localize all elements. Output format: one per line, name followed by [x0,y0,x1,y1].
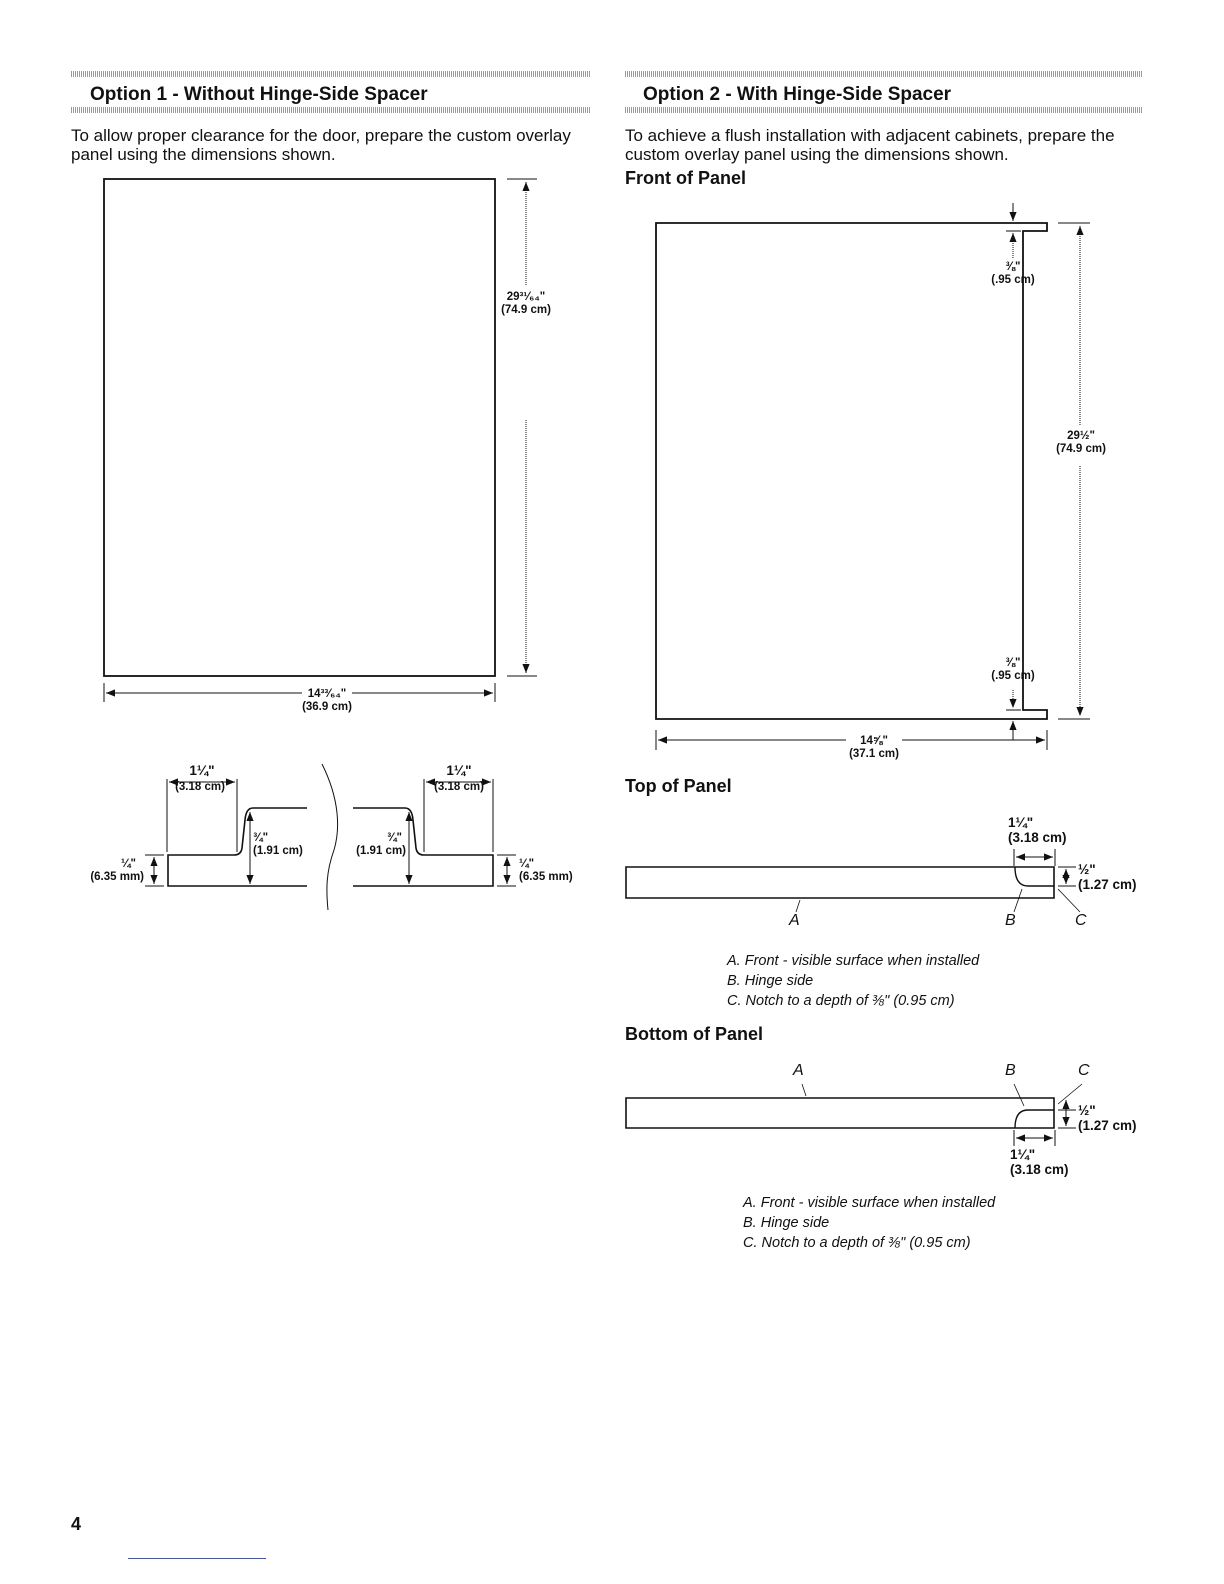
bottom-thickness-inches: ½" [1078,1103,1096,1118]
option1-width-cm: (36.9 cm) [302,701,352,713]
bottom-of-panel-title: Bottom of Panel [625,1024,763,1044]
bottom-legend-c: C. Notch to a depth of ⅜" (0.95 cm) [743,1235,971,1251]
option2-width-label: 14⅝" (37.1 cm) [836,735,912,761]
option1-left-notch-width-label: 1¼" [162,763,242,778]
bottom-legend-b: B. Hinge side [743,1215,830,1231]
option2-intro: To achieve a flush installation with adj… [625,126,1115,164]
option2-height-label: 29½" (74.9 cm) [1048,430,1114,456]
top-label-a: A [789,912,800,929]
option1-profile-right [353,807,494,887]
option1-left-notch-depth-label: ¾" (1.91 cm) [253,832,303,858]
option1-left-notch-width-inches: 1¼" [189,763,215,778]
top-thickness-cm: (1.27 cm) [1078,877,1137,892]
bottom-notch-width-inches: 1¼" [1010,1147,1036,1162]
footer-rule [128,1558,266,1559]
page-number: 4 [71,1514,82,1534]
option1-right-lip-inches: ¼" [519,858,535,870]
top-of-panel-title: Top of Panel [625,776,732,796]
top-notch-width-inches: 1¼" [1008,815,1034,830]
bottom-notch-width-label: 1¼" (3.18 cm) [1010,1147,1069,1177]
option1-height-label: 29³¹⁄₆₄" (74.9 cm) [496,291,556,317]
option2-top-rule [625,71,1142,77]
option2-width-inches: 14⅝" [860,735,888,747]
bottom-legend-a: A. Front - visible surface when installe… [743,1195,996,1211]
option2-panel-outline [655,222,1048,720]
option1-right-notch-depth-inches: ¾" [386,832,402,844]
option1-right-notch-width-label: 1¼" [419,763,499,778]
bottom-of-panel-section [625,1097,1055,1129]
option1-profile-break-line [321,763,339,911]
option1-height-inches: 29³¹⁄₆₄" [506,291,546,303]
option1-left-notch-width-cm: (3.18 cm) [175,781,225,793]
option2-height-inches: 29½" [1067,430,1095,442]
option2-notch-top-label: ⅜" (.95 cm) [982,261,1044,287]
option1-right-lip-label: ¼" (6.35 mm) [519,858,573,884]
bottom-legend: A. Front - visible surface when installe… [743,1193,995,1253]
option1-right-notch-width-inches: 1¼" [446,763,472,778]
option1-right-lip-cm: (6.35 mm) [519,871,573,883]
bottom-thickness-cm: (1.27 cm) [1078,1118,1137,1133]
option1-right-notch-depth-cm: (1.91 cm) [356,845,406,857]
option1-right-notch-width-cm: (3.18 cm) [434,781,484,793]
front-of-panel-title: Front of Panel [625,168,746,188]
top-label-c: C [1075,912,1087,929]
option1-width-label: 14³³⁄₆₄" (36.9 cm) [282,688,372,714]
top-legend-c: C. Notch to a depth of ⅜" (0.95 cm) [727,993,955,1009]
top-thickness-label: ½" (1.27 cm) [1078,862,1137,892]
option2-notch-top-inches: ⅜" [1005,261,1021,273]
top-notch-width-cm: (3.18 cm) [1008,830,1067,845]
option2-notch-top-cm: (.95 cm) [991,274,1035,286]
option2-notch-bottom-cm: (.95 cm) [991,670,1035,682]
option1-left-lip-label: ¼" (6.35 mm) [72,858,144,884]
option2-width-cm: (37.1 cm) [849,748,899,760]
bottom-thickness-label: ½" (1.27 cm) [1078,1103,1137,1133]
option1-left-lip-inches: ¼" [120,858,136,870]
option2-notch-bottom-inches: ⅜" [1005,657,1021,669]
bottom-label-c: C [1078,1062,1090,1079]
bottom-notch-width-cm: (3.18 cm) [1010,1162,1069,1177]
top-label-b: B [1005,912,1016,929]
option1-panel-outline [103,178,496,677]
option1-top-rule [71,71,590,77]
option1-height-cm: (74.9 cm) [501,304,551,316]
top-legend-b: B. Hinge side [727,973,814,989]
option2-notch-bottom-label: ⅜" (.95 cm) [982,657,1044,683]
top-thickness-inches: ½" [1078,862,1096,877]
option1-bottom-rule [71,107,590,113]
top-notch-width-label: 1¼" (3.18 cm) [1008,815,1067,845]
option1-intro: To allow proper clearance for the door, … [71,126,571,164]
option2-bottom-rule [625,107,1142,113]
option1-left-notch-depth-cm: (1.91 cm) [253,845,303,857]
option1-width-inches: 14³³⁄₆₄" [307,688,347,700]
top-legend: A. Front - visible surface when installe… [727,951,979,1011]
option1-right-notch-depth-label: ¾" (1.91 cm) [344,832,406,858]
option1-profile-left [167,807,307,887]
option2-height-cm: (74.9 cm) [1056,443,1106,455]
top-of-panel-section [625,866,1055,899]
option2-heading: Option 2 - With Hinge-Side Spacer [643,84,952,105]
option1-left-notch-depth-inches: ¾" [253,832,269,844]
option1-heading: Option 1 - Without Hinge-Side Spacer [90,84,428,105]
bottom-label-b: B [1005,1062,1016,1079]
bottom-label-a: A [793,1062,804,1079]
top-legend-a: A. Front - visible surface when installe… [727,953,980,969]
option1-left-lip-cm: (6.35 mm) [90,871,144,883]
